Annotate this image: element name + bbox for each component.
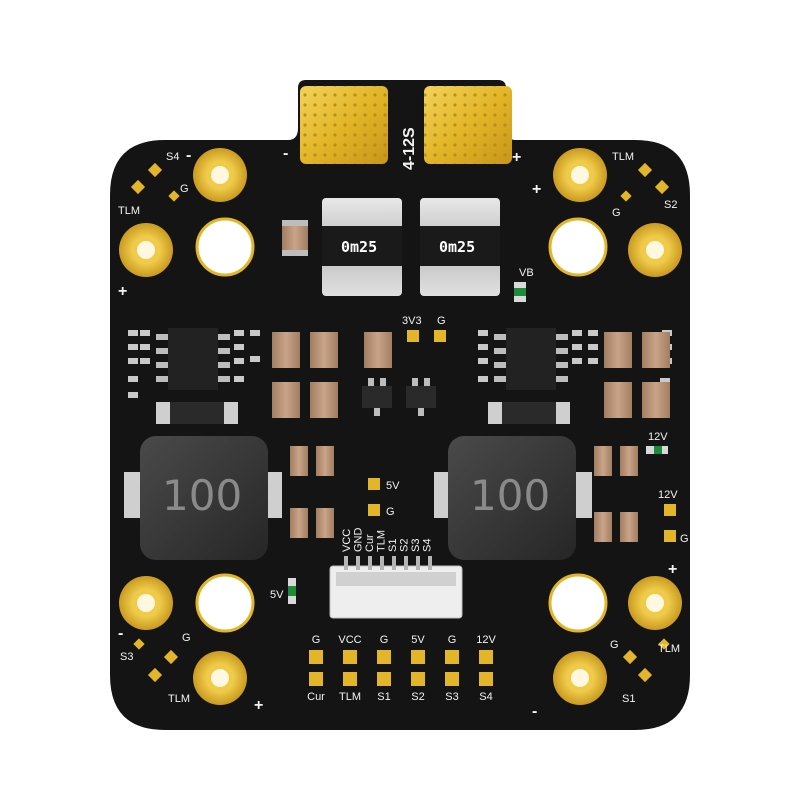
- connector-pin-label: GND: [353, 528, 365, 553]
- bottom-pad-top-label: G: [312, 634, 321, 646]
- inductor-right: 100: [434, 436, 592, 560]
- corner-pad-bottom-right-outer: [628, 576, 682, 630]
- main-pad-plus: [424, 86, 512, 164]
- bl-plus-label: +: [254, 697, 263, 714]
- mid-5v-label: 5V: [386, 480, 400, 492]
- cap-cluster-left: [272, 332, 392, 418]
- tl-s-label: S4: [166, 151, 179, 163]
- bl-g-label: G: [182, 632, 191, 644]
- vb-label: VB: [519, 267, 534, 279]
- bottom-pad-bottom-label: S2: [411, 691, 424, 703]
- inductor-left: 100: [124, 436, 282, 560]
- connector-pin-label: S3: [410, 539, 422, 552]
- bottom-solder-pad: [343, 650, 357, 664]
- inductor-label-right: 100: [470, 471, 550, 520]
- bottom-solder-pad: [309, 672, 323, 686]
- corner-pad-top-right-outer: [628, 223, 682, 277]
- connector-pin-label: Cur: [364, 534, 376, 552]
- connector-pin-label: S4: [422, 539, 434, 552]
- tl-minus-label: -: [186, 147, 191, 164]
- main-pad-plus-label: +: [512, 149, 521, 166]
- bottom-solder-pad: [479, 672, 493, 686]
- cap-cluster-right: [604, 332, 670, 418]
- mount-hole-tr: [548, 217, 608, 277]
- ic-right: [494, 328, 568, 390]
- shunt-label-right: 0m25: [439, 238, 475, 256]
- bottom-solder-pad: [309, 650, 323, 664]
- corner-pad-bottom-right-inner: [553, 651, 607, 705]
- tl-g-label: G: [180, 183, 189, 195]
- bottom-pad-top-label: VCC: [338, 634, 361, 646]
- connector-pin-label: S2: [399, 539, 411, 552]
- corner-pad-top-left-outer: [119, 223, 173, 277]
- bottom-pad-bottom-label: Cur: [307, 691, 325, 703]
- bl-tlm-label: TLM: [168, 693, 190, 705]
- shunt-resistor-right: 0m25: [420, 198, 500, 296]
- br-tlm-label: TLM: [658, 643, 680, 655]
- voltage-label: 4-12S: [401, 127, 418, 170]
- bottom-solder-pad: [411, 672, 425, 686]
- pcb-board: [110, 80, 690, 730]
- tr-g-label: G: [612, 207, 621, 219]
- g-right-label: G: [680, 533, 689, 545]
- tl-tlm-label: TLM: [118, 205, 140, 217]
- ic-left: [156, 328, 230, 390]
- bottom-solder-pad: [377, 650, 391, 664]
- br-s-label: S1: [622, 693, 635, 705]
- bottom-pad-top-label: 12V: [476, 634, 496, 646]
- bottom-solder-pad: [411, 650, 425, 664]
- bottom-solder-pad: [479, 650, 493, 664]
- v12-top-label: 12V: [648, 431, 668, 443]
- bottom-solder-pad: [445, 672, 459, 686]
- br-plus-label: +: [668, 561, 677, 578]
- diode-right: [488, 402, 570, 424]
- v33-label: 3V3: [402, 315, 422, 327]
- connector-pin-label: S1: [387, 539, 399, 552]
- bottom-pad-bottom-label: S4: [479, 691, 492, 703]
- tl-plus-label: +: [118, 283, 127, 300]
- jst-connector: [329, 556, 463, 619]
- g-top-label: G: [437, 315, 446, 327]
- mount-hole-bl: [195, 573, 255, 633]
- bottom-pad-top-label: 5V: [411, 634, 425, 646]
- main-pad-minus-label: -: [283, 145, 288, 162]
- shunt-resistor-left: 0m25: [322, 198, 402, 296]
- bl-s-label: S3: [120, 651, 133, 663]
- inductor-label-left: 100: [162, 471, 242, 520]
- bottom-pad-grid: G Cur VCC TLM G S1 5V S2 G S3 12V S4: [307, 634, 496, 703]
- bottom-solder-pad: [343, 672, 357, 686]
- diode-left: [156, 402, 238, 424]
- main-pad-minus: [300, 86, 388, 164]
- bl-minus-label: -: [118, 625, 123, 642]
- mount-hole-tl: [195, 217, 255, 277]
- corner-pad-top-right-inner: [553, 148, 607, 202]
- shunt-label-left: 0m25: [341, 238, 377, 256]
- mount-hole-br: [548, 573, 608, 633]
- bottom-solder-pad: [445, 650, 459, 664]
- v12-label: 12V: [658, 489, 678, 501]
- mid-g-label: G: [386, 506, 395, 518]
- corner-pad-top-left-inner: [193, 148, 247, 202]
- corner-pad-bottom-left-outer: [119, 576, 173, 630]
- tr-tlm-label: TLM: [612, 151, 634, 163]
- bottom-solder-pad: [377, 672, 391, 686]
- br-minus-label: -: [532, 703, 537, 720]
- bottom-pad-bottom-label: S3: [445, 691, 458, 703]
- tr-s-label: S2: [664, 199, 677, 211]
- bottom-pad-top-label: G: [448, 634, 457, 646]
- br-g-label: G: [610, 639, 619, 651]
- connector-pin-label: VCC: [341, 529, 353, 552]
- tr-plus-label: +: [532, 181, 541, 198]
- bottom-pad-bottom-label: TLM: [339, 691, 361, 703]
- corner-pad-bottom-left-inner: [193, 651, 247, 705]
- bottom-pad-bottom-label: S1: [377, 691, 390, 703]
- bottom-pad-top-label: G: [380, 634, 389, 646]
- v5-left-label: 5V: [270, 589, 284, 601]
- connector-pin-label: TLM: [376, 530, 388, 552]
